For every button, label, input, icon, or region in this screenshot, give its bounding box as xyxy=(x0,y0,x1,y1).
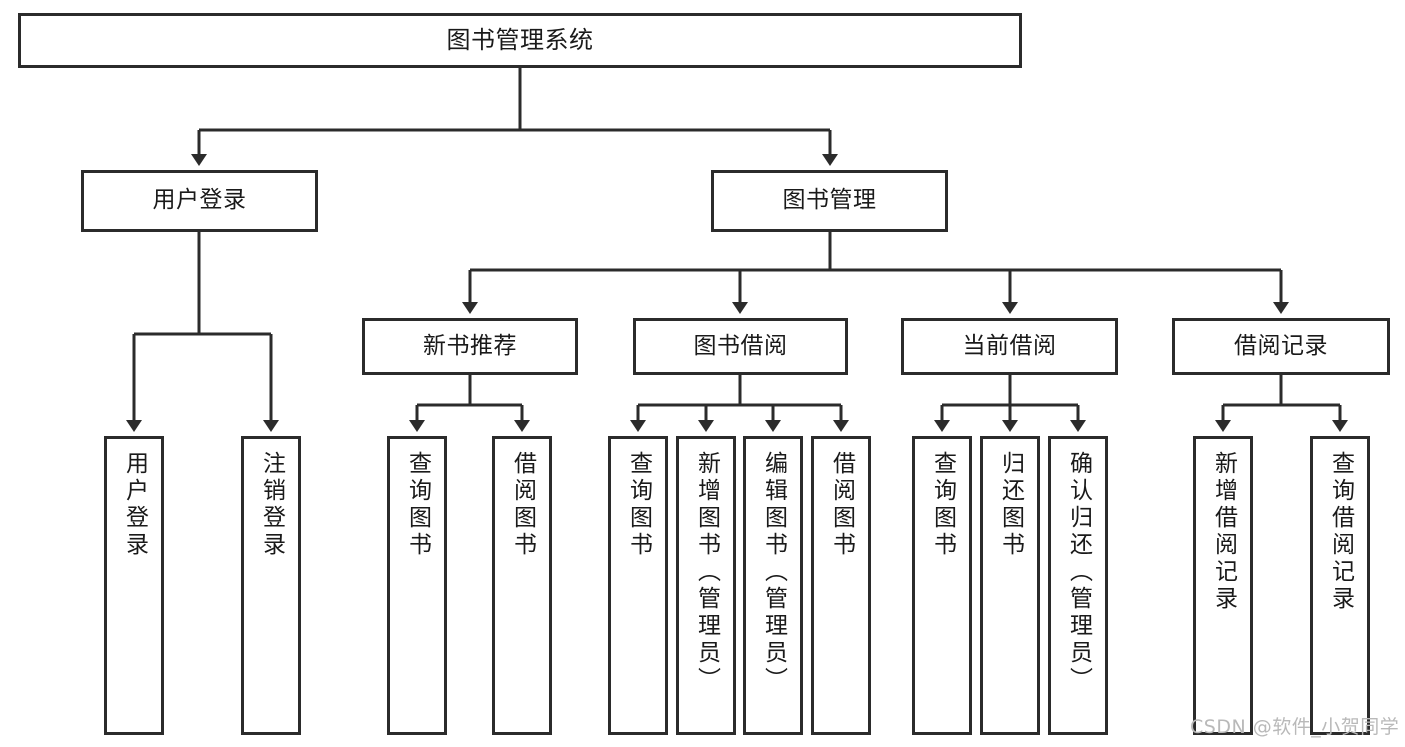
node-new-book-recommend[interactable]: 新书推荐 xyxy=(362,318,578,375)
node-label: 借阅图书 xyxy=(509,451,536,559)
leaf-add-book-admin[interactable]: 新增图书（管理员） xyxy=(676,436,736,735)
node-current-borrow[interactable]: 当前借阅 xyxy=(901,318,1118,375)
leaf-logout[interactable]: 注销登录 xyxy=(241,436,301,735)
node-label: 新书推荐 xyxy=(423,332,517,359)
leaf-return-book[interactable]: 归还图书 xyxy=(980,436,1040,735)
leaf-user-login[interactable]: 用户登录 xyxy=(104,436,164,735)
leaf-borrow-book[interactable]: 借阅图书 xyxy=(811,436,871,735)
node-label: 新增图书（管理员） xyxy=(693,451,720,694)
leaf-confirm-return-admin[interactable]: 确认归还（管理员） xyxy=(1048,436,1108,735)
node-label: 编辑图书（管理员） xyxy=(760,451,787,694)
node-root-system[interactable]: 图书管理系统 xyxy=(18,13,1022,68)
leaf-borrow-book-recommend[interactable]: 借阅图书 xyxy=(492,436,552,735)
node-user-login[interactable]: 用户登录 xyxy=(81,170,318,232)
node-label: 查询图书 xyxy=(929,451,956,559)
node-label: 新增借阅记录 xyxy=(1210,451,1237,613)
watermark: CSDN @软件_小贺同学 xyxy=(1190,716,1400,738)
node-label: 图书管理系统 xyxy=(446,26,594,55)
node-label: 归还图书 xyxy=(997,451,1024,559)
node-label: 查询借阅记录 xyxy=(1327,451,1354,613)
node-label: 查询图书 xyxy=(404,451,431,559)
node-label: 用户登录 xyxy=(121,451,148,559)
node-label: 注销登录 xyxy=(258,451,285,559)
node-label: 借阅图书 xyxy=(828,451,855,559)
node-label: 图书管理 xyxy=(782,187,877,214)
node-label: 确认归还（管理员） xyxy=(1065,451,1092,694)
node-book-borrow[interactable]: 图书借阅 xyxy=(633,318,848,375)
node-label: 当前借阅 xyxy=(962,332,1057,359)
node-label: 图书借阅 xyxy=(693,332,788,359)
node-book-management[interactable]: 图书管理 xyxy=(711,170,948,232)
leaf-query-borrow-record[interactable]: 查询借阅记录 xyxy=(1310,436,1370,735)
leaf-query-book-recommend[interactable]: 查询图书 xyxy=(387,436,447,735)
node-label: 查询图书 xyxy=(625,451,652,559)
leaf-add-borrow-record[interactable]: 新增借阅记录 xyxy=(1193,436,1253,735)
leaf-query-book-borrow[interactable]: 查询图书 xyxy=(608,436,668,735)
leaf-query-book-current[interactable]: 查询图书 xyxy=(912,436,972,735)
node-label: 用户登录 xyxy=(152,187,247,214)
leaf-edit-book-admin[interactable]: 编辑图书（管理员） xyxy=(743,436,803,735)
node-borrow-record[interactable]: 借阅记录 xyxy=(1172,318,1390,375)
node-label: 借阅记录 xyxy=(1234,332,1328,359)
